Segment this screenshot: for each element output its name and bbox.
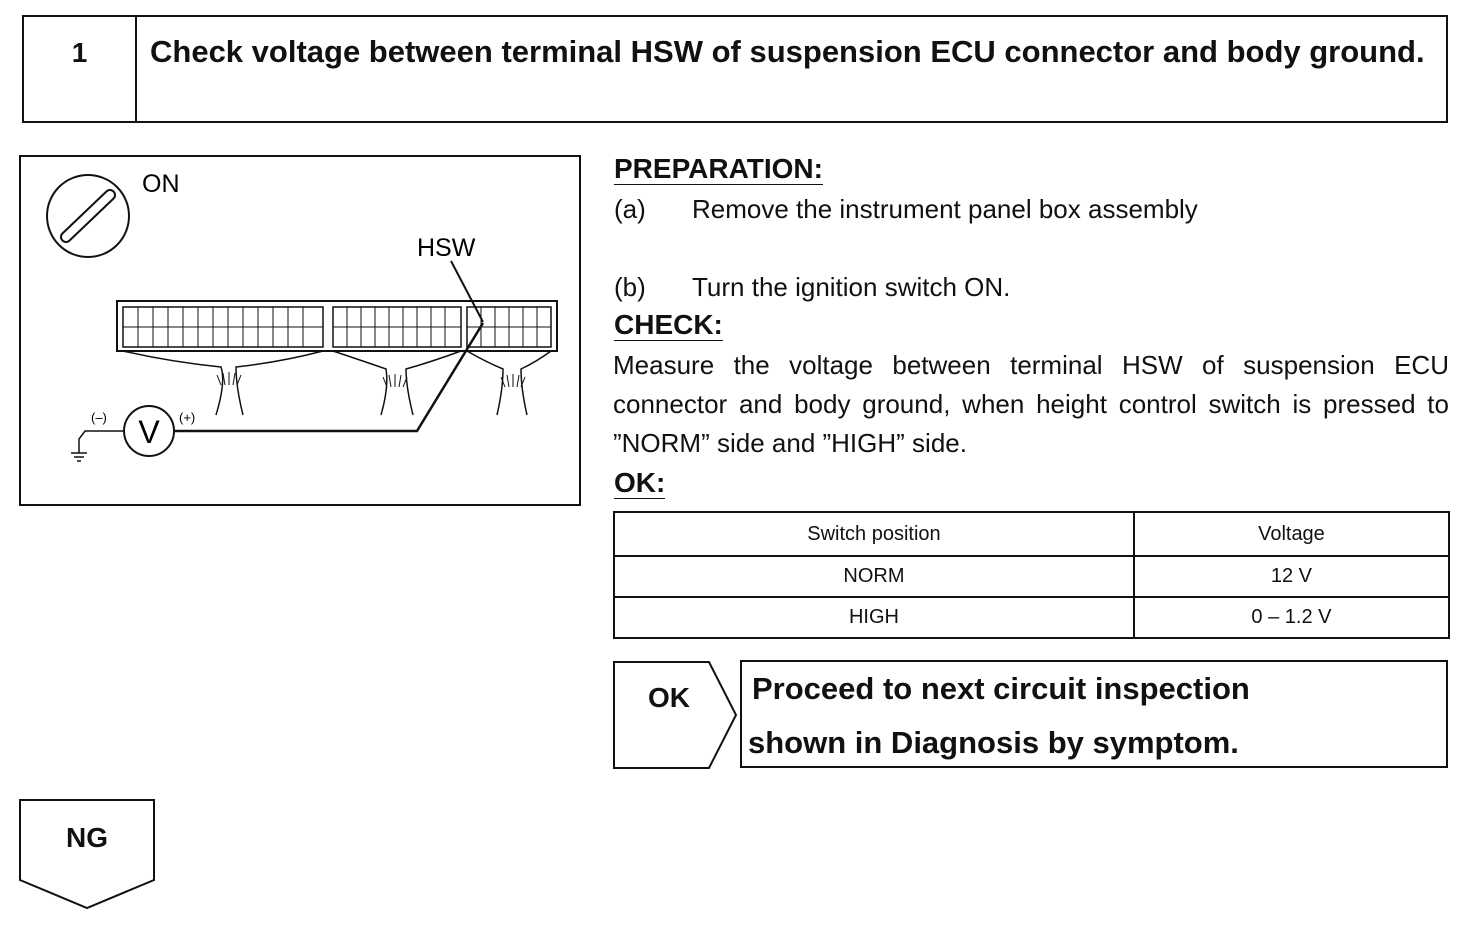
table-header-row: Switch position Voltage — [613, 511, 1451, 557]
table-row: NORM 12 V — [613, 555, 1451, 598]
check-instructions: Measure the voltage between terminal HSW… — [613, 350, 1449, 458]
table-cell-switch-position: NORM — [613, 555, 1135, 598]
ng-arrow-icon — [19, 799, 155, 910]
table-row: HIGH 0 – 1.2 V — [613, 596, 1451, 639]
ok-result-box: Proceed to next circuit inspection shown… — [740, 660, 1448, 768]
positive-lead-label: (+) — [179, 410, 195, 425]
step-header: 1 Check voltage between terminal HSW of … — [22, 15, 1448, 123]
ng-result-label: NG — [66, 822, 108, 853]
step-text-b: Turn the ignition switch ON. — [692, 272, 1011, 302]
ok-spec-heading: OK: — [614, 467, 666, 499]
connector-diagram: ON HSW — [19, 155, 581, 506]
ignition-switch-icon — [46, 174, 130, 258]
column-header-switch-position: Switch position — [613, 511, 1135, 557]
ok-result-line-2: shown in Diagnosis by symptom. — [748, 725, 1239, 760]
table-cell-voltage: 12 V — [1132, 555, 1451, 598]
step-letter-a: (a) — [614, 194, 646, 224]
preparation-heading: PREPARATION: — [614, 153, 823, 185]
preparation-step-b: (b) Turn the ignition switch ON. — [614, 268, 1450, 307]
voltmeter-icon: V — [123, 405, 175, 457]
voltage-spec-table: Switch position Voltage NORM 12 V HIGH 0… — [613, 511, 1451, 639]
step-text-a: Remove the instrument panel box assembly — [692, 194, 1198, 224]
ignition-on-label: ON — [142, 170, 180, 198]
negative-lead-label: (–) — [91, 410, 107, 425]
ok-result-tag: OK — [613, 660, 738, 770]
step-title: Check voltage between terminal HSW of su… — [150, 34, 1425, 69]
ok-arrow-icon — [613, 661, 738, 769]
voltmeter-symbol: V — [138, 414, 160, 450]
ground-icon — [71, 430, 124, 462]
step-number: 1 — [24, 17, 137, 121]
ecu-connector-icon — [116, 300, 558, 416]
connector-diagram-drawing: ON HSW — [46, 170, 558, 462]
column-header-voltage: Voltage — [1132, 511, 1451, 557]
check-heading: CHECK: — [614, 309, 723, 341]
ok-result-line-1: Proceed to next circuit inspection — [752, 671, 1250, 706]
ng-result-tag: NG — [18, 798, 158, 910]
step-letter-b: (b) — [614, 272, 646, 302]
table-cell-switch-position: HIGH — [613, 596, 1135, 639]
ok-result-label: OK — [648, 682, 690, 713]
preparation-step-a: (a) Remove the instrument panel box assem… — [614, 190, 1450, 229]
table-cell-voltage: 0 – 1.2 V — [1132, 596, 1451, 639]
hsw-terminal-label: HSW — [417, 234, 476, 262]
